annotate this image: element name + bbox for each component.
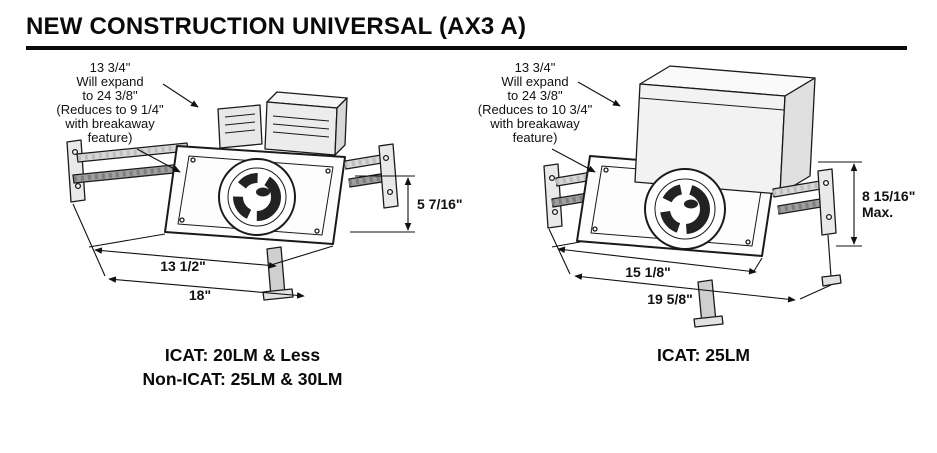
- expand-note-line: (Reduces to 9 1/4": [56, 102, 164, 117]
- right-housing-drawing: 13 3/4" Will expand to 24 3/8" (Reduces …: [478, 60, 916, 328]
- expand-note-line: (Reduces to 10 3/4": [478, 102, 593, 117]
- left-diagram: 13 3/4" Will expand to 24 3/8" (Reduces …: [15, 54, 470, 391]
- inner-width-dimension-label: 15 1/8": [625, 264, 671, 280]
- left-caption-line1: ICAT: 20LM & Less: [164, 345, 321, 365]
- expand-note-line: 13 3/4": [515, 60, 556, 75]
- dimension-lines: [72, 83, 415, 299]
- outer-width-dimension-label: 19 5/8": [647, 291, 693, 307]
- left-diagram-labels: 13 3/4" Will expand to 24 3/8" (Reduces …: [56, 60, 462, 303]
- expand-leader-arrow: [551, 148, 596, 173]
- title-rule: [26, 46, 907, 50]
- light-module: [218, 158, 296, 236]
- diagrams-row: 13 3/4" Will expand to 24 3/8" (Reduces …: [0, 54, 937, 391]
- expand-note-line: 13 3/4": [90, 60, 131, 75]
- junction-box: [264, 91, 348, 156]
- right-hanger-bars: [772, 180, 828, 215]
- housing-enclosure-box: [634, 65, 816, 195]
- right-caption-line1: ICAT: 25LM: [656, 345, 750, 365]
- expand-note-line: to 24 3/8": [507, 88, 563, 103]
- height-dimension-label: 8 15/16": [862, 188, 915, 204]
- right-nailer-bracket: [817, 168, 842, 287]
- inner-width-dimension-line: [557, 246, 757, 275]
- height-dimension-label: 5 7/16": [417, 196, 463, 212]
- housing-assembly: [66, 91, 399, 301]
- driver-box: [217, 104, 263, 149]
- light-module: [644, 168, 726, 250]
- expand-leader-arrow: [577, 81, 621, 107]
- front-nailer-bracket: [693, 279, 724, 328]
- left-housing-drawing: 13 3/4" Will expand to 24 3/8" (Reduces …: [56, 60, 462, 303]
- left-caption-line2: Non-ICAT: 25LM & 30LM: [142, 368, 343, 389]
- inner-width-dimension-line: [94, 247, 277, 269]
- expand-leader-arrow: [136, 148, 181, 173]
- left-nailer-bracket: [66, 139, 86, 203]
- outer-width-dimension-label: 18": [189, 287, 211, 303]
- inner-width-dimension-label: 13 1/2": [160, 258, 206, 274]
- housing-assembly: [543, 65, 842, 328]
- expand-note-line: with breakaway: [489, 116, 580, 131]
- expand-note-line: feature): [88, 130, 133, 145]
- left-hanger-bars: [72, 142, 189, 184]
- right-diagram-labels: 13 3/4" Will expand to 24 3/8" (Reduces …: [478, 60, 916, 307]
- outer-width-dimension-line: [108, 276, 305, 299]
- height-dimension-suffix: Max.: [862, 204, 893, 220]
- left-caption: ICAT: 20LM & Less Non-ICAT: 25LM & 30LM: [15, 344, 470, 391]
- right-diagram: 13 3/4" Will expand to 24 3/8" (Reduces …: [470, 54, 937, 368]
- expand-note-line: to 24 3/8": [82, 88, 138, 103]
- right-caption: ICAT: 25LM: [470, 344, 937, 368]
- expand-note-line: Will expand: [76, 74, 143, 89]
- expand-note-line: Will expand: [501, 74, 568, 89]
- page-header: NEW CONSTRUCTION UNIVERSAL (AX3 A): [26, 13, 907, 50]
- page-title: NEW CONSTRUCTION UNIVERSAL (AX3 A): [26, 13, 527, 40]
- expand-note-line: feature): [513, 130, 558, 145]
- left-nailer-bracket: [543, 163, 563, 229]
- expand-note-line: with breakaway: [64, 116, 155, 131]
- front-nailer-bracket: [262, 246, 294, 301]
- outer-width-dimension-line: [574, 273, 796, 303]
- dimension-lines: [548, 81, 862, 303]
- expand-leader-arrow: [162, 83, 199, 108]
